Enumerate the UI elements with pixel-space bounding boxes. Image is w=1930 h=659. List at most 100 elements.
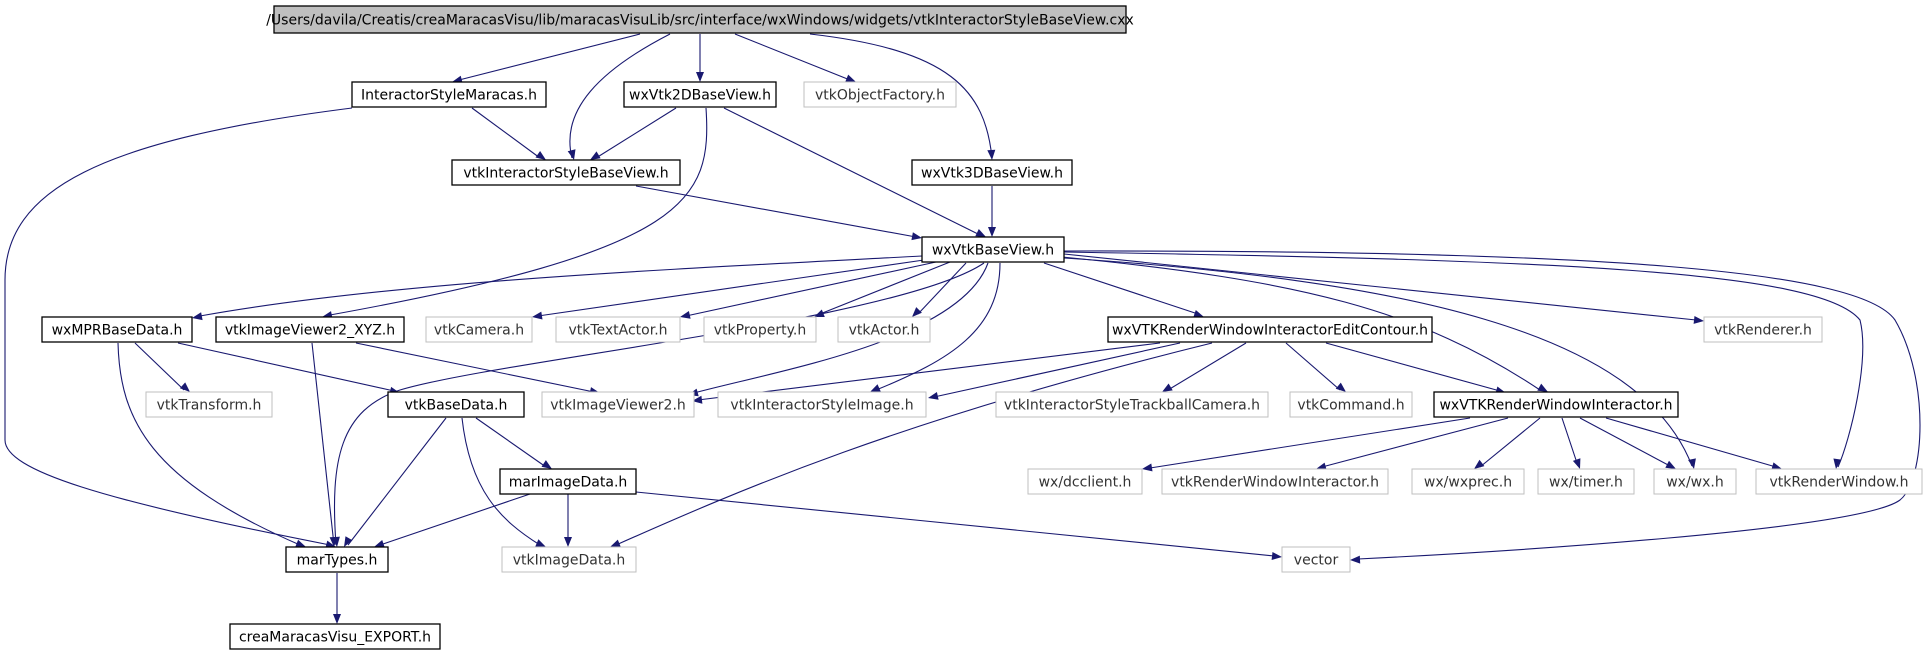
node-label: wxVtk2DBaseView.h (629, 88, 771, 104)
node-vtkImageViewer2: vtkImageViewer2.h (541, 391, 695, 418)
node-box (1703, 316, 1823, 343)
node-label: vtkInteractorStyleTrackballCamera.h (1004, 398, 1260, 414)
node-label: /Users/davila/Creatis/creaMaracasVisu/li… (266, 13, 1134, 29)
edge-arrowhead (1193, 310, 1204, 318)
node-label: vtkActor.h (849, 323, 920, 339)
edge-arrowhead (567, 149, 576, 160)
edge-vtkImageViewer2_XYZ-to-marTypes (311, 342, 338, 547)
node-wxVtk2DBaseView[interactable]: wxVtk2DBaseView.h (623, 81, 777, 108)
edge-wxVtkBaseView-to-vtkCamera (532, 259, 925, 320)
edge-arrowhead (987, 149, 996, 160)
node-box (1433, 391, 1679, 418)
edge-wxMPRBaseData-to-vtkBaseData (177, 342, 400, 395)
edge-wxVtk3DBaseView-to-wxVtkBaseView (988, 186, 996, 237)
edge-line (917, 262, 967, 315)
node-vtkInteractorStyleTrackballCamera: vtkInteractorStyleTrackballCamera.h (995, 391, 1269, 418)
edge-wxVtkBaseView-to-vtkTextActor (680, 261, 937, 319)
edge-line (1561, 417, 1579, 467)
node-label: wx/dcclient.h (1039, 475, 1132, 491)
edge-arrowhead (333, 614, 341, 624)
edge-marTypes-to-creaMaracasVisuExport (333, 573, 341, 624)
edge-wxVtk2DBaseView-to-vtkInteractorStyleBaseView (590, 107, 677, 160)
node-root[interactable]: /Users/davila/Creatis/creaMaracasVisu/li… (266, 5, 1134, 34)
node-box (501, 546, 637, 573)
node-box (803, 81, 957, 108)
edge-arrowhead (541, 460, 552, 469)
node-vtkProperty: vtkProperty.h (703, 316, 817, 343)
edge-line (1321, 417, 1509, 468)
edge-line (635, 185, 917, 238)
node-label: vtkRenderWindow.h (1770, 475, 1909, 491)
node-wxMPRBaseData[interactable]: wxMPRBaseData.h (41, 316, 193, 343)
edge-line (1325, 342, 1501, 392)
edge-arrowhead (912, 307, 922, 317)
node-wxVtkBaseView[interactable]: wxVtkBaseView.h (921, 236, 1065, 263)
node-box (921, 236, 1065, 263)
node-marTypes[interactable]: marTypes.h (285, 546, 389, 573)
edge-line (117, 342, 301, 546)
node-label: wx/timer.h (1549, 475, 1623, 491)
node-label: wxVtk3DBaseView.h (921, 166, 1063, 182)
node-label: vtkRenderWindowInteractor.h (1171, 475, 1379, 491)
graph-edges (4, 33, 1921, 624)
node-box (1107, 316, 1433, 343)
edge-line (1061, 256, 1541, 391)
edge-line (693, 262, 989, 394)
node-box (1027, 468, 1143, 495)
edge-line (355, 342, 595, 393)
node-vtkBaseData[interactable]: vtkBaseData.h (387, 391, 525, 418)
node-marImageData[interactable]: marImageData.h (499, 468, 637, 495)
edge-vtkBaseData-to-marTypes (344, 417, 447, 547)
edge-line (1063, 251, 1864, 468)
edge-line (1043, 262, 1199, 315)
node-label: vtkCamera.h (434, 323, 524, 339)
edge-wxVTKRenderWindowInteractor-to-wxTimer (1561, 417, 1581, 469)
node-box (425, 316, 533, 343)
edge-line (1063, 250, 1921, 560)
node-box (837, 316, 931, 343)
edge-arrowhead (870, 384, 881, 392)
node-label: vtkProperty.h (714, 323, 806, 339)
edge-line (1285, 342, 1341, 391)
edge-arrowhead (845, 74, 856, 82)
node-vtkImageViewer2_XYZ[interactable]: vtkImageViewer2_XYZ.h (215, 316, 405, 343)
node-wxVTKRenderWindowInteractorEditContour[interactable]: wxVTKRenderWindowInteractorEditContour.h (1107, 316, 1433, 343)
edge-line (1479, 417, 1541, 468)
node-box (145, 391, 273, 418)
edge-arrowhead (295, 539, 306, 548)
edge-wxVtkBaseView-to-vtkRenderWindow (1063, 251, 1864, 469)
edge-arrowhead (1316, 462, 1327, 471)
node-vtkInteractorStyleBaseView[interactable]: vtkInteractorStyleBaseView.h (451, 159, 681, 186)
edge-line (1063, 257, 1693, 467)
node-label: vtkObjectFactory.h (815, 88, 945, 104)
node-label: InteractorStyleMaracas.h (361, 88, 537, 104)
node-label: vtkTextActor.h (568, 323, 667, 339)
node-vtkCommand: vtkCommand.h (1289, 391, 1413, 418)
node-wxTimer: wx/timer.h (1537, 468, 1635, 495)
edge-line (734, 33, 851, 81)
node-interactorStyleMaracas[interactable]: InteractorStyleMaracas.h (351, 81, 547, 108)
node-wxVTKRenderWindowInteractor[interactable]: wxVTKRenderWindowInteractor.h (1433, 391, 1679, 418)
node-creaMaracasVisuExport[interactable]: creaMaracasVisu_EXPORT.h (229, 623, 441, 650)
node-label: wx/wxprec.h (1424, 475, 1512, 491)
edge-line (1063, 253, 1697, 321)
edge-arrowhead (1572, 458, 1581, 469)
edge-arrowhead (374, 540, 385, 548)
edge-arrowhead (535, 151, 546, 160)
edge-root-to-interactorStyleMaracas (452, 33, 641, 84)
edge-arrowhead (532, 311, 543, 320)
edge-line (475, 417, 547, 468)
edge-marImageData-to-vector (635, 491, 1282, 560)
edge-line (697, 342, 1161, 401)
edge-wxVtkBaseView-to-wxWx (1063, 257, 1696, 469)
node-box (1653, 468, 1737, 495)
node-label: wxVtkBaseView.h (932, 243, 1054, 259)
edge-line (311, 342, 335, 546)
node-vtkObjectFactory: vtkObjectFactory.h (803, 81, 957, 108)
node-wxVtk3DBaseView[interactable]: wxVtk3DBaseView.h (911, 159, 1073, 186)
edge-line (809, 33, 993, 159)
edge-arrowhead (1162, 383, 1173, 392)
node-label: wx/wx.h (1666, 475, 1724, 491)
node-vtkCamera: vtkCamera.h (425, 316, 533, 343)
